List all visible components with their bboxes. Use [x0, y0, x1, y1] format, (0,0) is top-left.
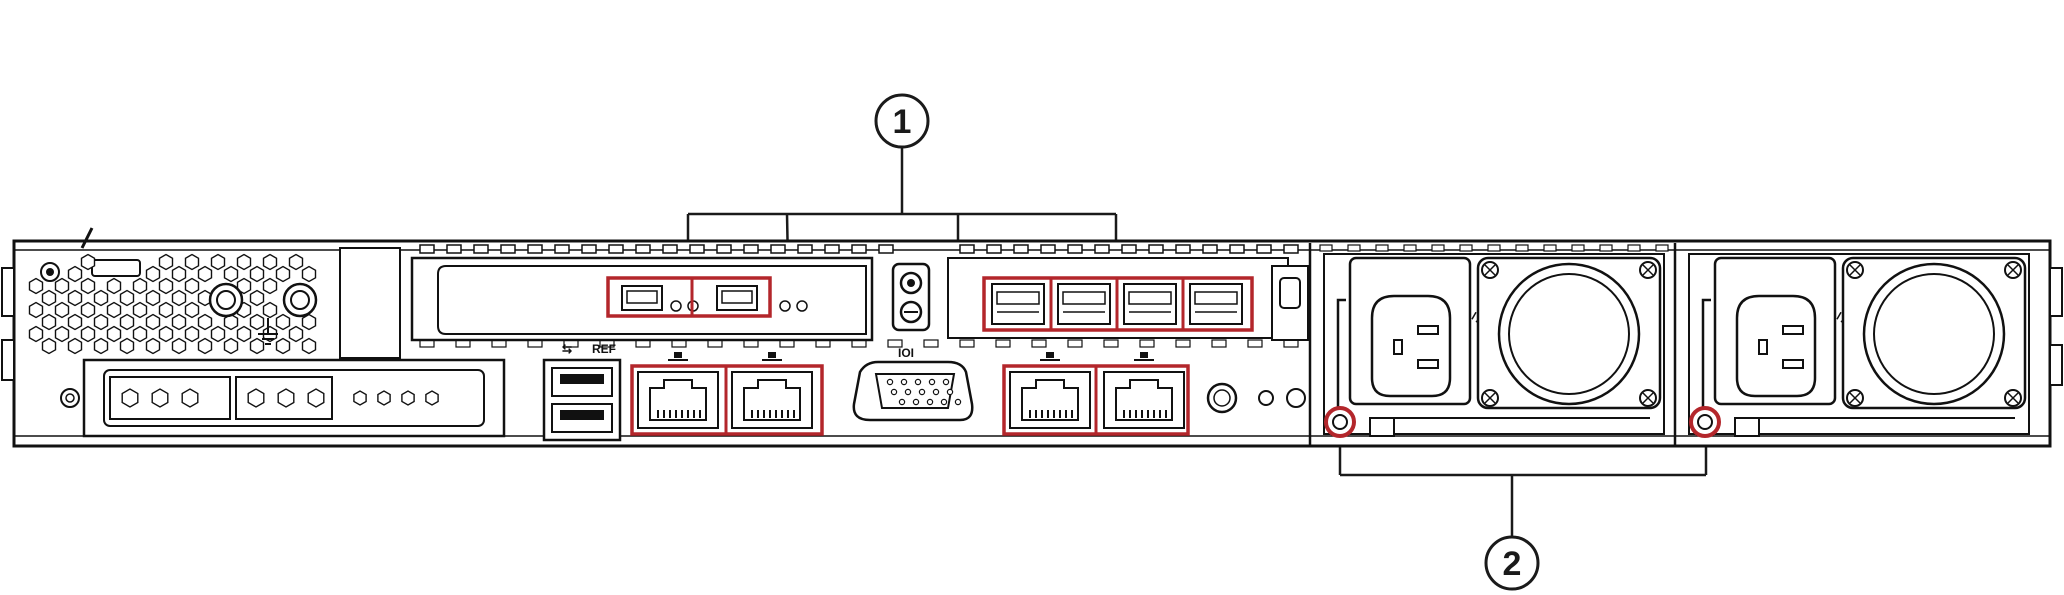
usb-icon: ⇆ [562, 342, 572, 356]
psu-release-latch[interactable] [1689, 406, 1721, 438]
sfp-port[interactable] [1189, 283, 1243, 325]
rj45-port[interactable] [1009, 371, 1091, 429]
rj45-port[interactable] [1103, 371, 1185, 429]
usb-port[interactable] [551, 367, 613, 397]
fan-icon [1476, 256, 1662, 410]
center-buttons [891, 262, 931, 332]
honeycomb-vent [28, 253, 317, 355]
riser-card [410, 256, 874, 342]
power-supply-unit [1323, 253, 1665, 438]
ground-icon [258, 318, 278, 345]
vga-port[interactable] [852, 360, 974, 422]
usb-port[interactable] [551, 403, 613, 433]
network-icon [668, 352, 688, 361]
network-icon [1134, 352, 1154, 361]
sfp-pair-highlight [606, 276, 772, 318]
rj45-port[interactable] [731, 371, 813, 429]
power-connector-icon[interactable] [1713, 256, 1857, 406]
pcie-vent-pattern [121, 388, 439, 408]
network-icon [1040, 352, 1060, 361]
psu-release-latch[interactable] [1324, 406, 1356, 438]
rj45-port[interactable] [637, 371, 719, 429]
sfp-quad-group [947, 257, 1309, 341]
sfp-port[interactable] [621, 285, 663, 311]
sfp-port[interactable] [991, 283, 1045, 325]
ref-label: REF [592, 342, 616, 356]
sfp-port[interactable] [716, 285, 758, 311]
vga-icon: IOI [898, 346, 914, 360]
sfp-port[interactable] [1123, 283, 1177, 325]
callout-2-label: 2 [1503, 545, 1522, 583]
callout-1-label: 1 [893, 103, 912, 141]
callout-2: 2 [1333, 430, 1713, 591]
lower-io: ⇆ REF IOI [542, 342, 1306, 442]
sfp-quad-highlight [982, 276, 1254, 332]
power-supply-unit [1688, 253, 2030, 438]
sfp-port[interactable] [1057, 283, 1111, 325]
left-section [28, 227, 506, 438]
power-connector-icon[interactable] [1348, 256, 1492, 406]
network-icon [762, 352, 782, 361]
power-supplies [1323, 253, 2030, 438]
fan-icon [1841, 256, 2027, 410]
